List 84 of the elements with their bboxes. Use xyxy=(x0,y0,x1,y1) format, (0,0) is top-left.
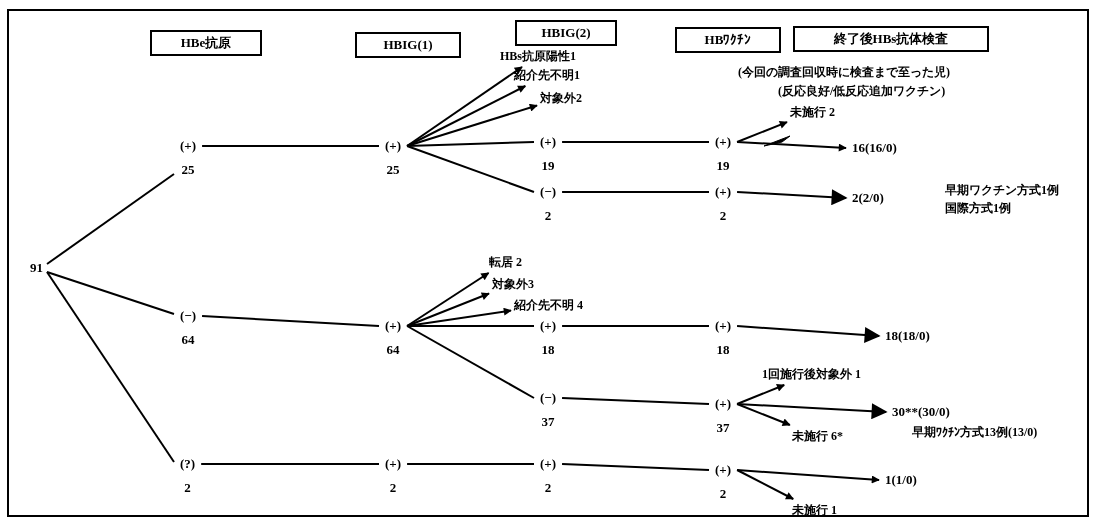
count-text: 2 xyxy=(544,480,552,496)
branch-note: HBs抗原陽性1 xyxy=(500,48,576,64)
result-sign: (+) xyxy=(385,138,402,154)
note-text: (反応良好/低反応追加ワクチン) xyxy=(778,83,946,99)
note-text: (今回の調査回収時に検査まで至った児) xyxy=(738,64,950,80)
arrow xyxy=(736,403,791,427)
arrow xyxy=(736,325,881,343)
result-sign: (+) xyxy=(180,138,197,154)
count-text: 18(18/0) xyxy=(885,328,930,344)
connector-line xyxy=(406,325,535,327)
connector-line xyxy=(406,145,535,193)
count-text: 2 xyxy=(719,486,727,502)
count-text: 18 xyxy=(541,342,555,358)
arrow xyxy=(406,272,490,327)
result-sign: (+) xyxy=(715,396,732,412)
branch-note: 転居 2 xyxy=(489,254,522,270)
arrow xyxy=(736,141,847,152)
connector-line xyxy=(201,145,380,147)
arrow xyxy=(736,121,788,143)
branch-note: 未施行 2 xyxy=(790,104,835,120)
branch-note: 紹介先不明 4 xyxy=(514,297,583,313)
count-text: 2 xyxy=(184,480,191,496)
count-text: 18 xyxy=(716,342,730,358)
connector-line xyxy=(406,325,535,399)
branch-note: 対象外3 xyxy=(492,276,534,292)
result-sign: (+) xyxy=(540,134,557,150)
column-header: HBIG(2) xyxy=(515,20,617,46)
connector-line xyxy=(561,191,710,193)
count-text: 1(1/0) xyxy=(885,472,917,488)
connector-line xyxy=(561,397,710,405)
column-header: HBIG(1) xyxy=(355,32,461,58)
count-text: 30**(30/0) xyxy=(892,404,950,420)
result-sign: (+) xyxy=(715,134,732,150)
connector-line xyxy=(46,271,175,463)
arrow xyxy=(406,66,523,147)
arrow xyxy=(736,189,848,206)
count-text: 37 xyxy=(541,414,555,430)
connector-line xyxy=(406,463,535,465)
result-sign: (+) xyxy=(385,456,402,472)
arrow xyxy=(406,103,538,147)
count-text: 2 xyxy=(389,480,397,496)
column-header: HBﾜｸﾁﾝ xyxy=(675,27,781,53)
count-text: 64 xyxy=(386,342,400,358)
connector-line xyxy=(46,173,175,265)
branch-note: 未施行 6* xyxy=(792,428,843,444)
arrow xyxy=(406,292,490,327)
result-sign: (+) xyxy=(715,318,732,334)
connector-line xyxy=(561,141,710,143)
note-text: 早期ワクチン方式1例 xyxy=(945,182,1059,198)
count-text: 2 xyxy=(719,208,727,224)
connector-line xyxy=(200,463,380,465)
result-sign: (+) xyxy=(540,456,557,472)
count-text: 37 xyxy=(716,420,730,436)
count-text: 25 xyxy=(181,162,195,178)
result-sign: (−) xyxy=(540,184,557,200)
branch-note: 1回施行後対象外 1 xyxy=(762,366,861,382)
result-sign: (+) xyxy=(540,318,557,334)
note-text: 早期ﾜｸﾁﾝ方式13例(13/0) xyxy=(912,424,1038,440)
arrow xyxy=(736,469,880,484)
arrow xyxy=(736,384,786,405)
count-text: 2(2/0) xyxy=(852,190,884,206)
result-sign: (−) xyxy=(180,308,197,324)
result-sign: (+) xyxy=(715,462,732,478)
result-sign: (+) xyxy=(715,184,732,200)
arrow xyxy=(736,469,795,500)
connector-line xyxy=(201,315,380,327)
arrow xyxy=(736,403,888,420)
connector-line xyxy=(561,325,710,327)
count-text: 19 xyxy=(541,158,555,174)
connector-line xyxy=(46,271,175,315)
column-header: HBe抗原 xyxy=(150,30,262,56)
result-sign: (−) xyxy=(540,390,557,406)
count-text: 91 xyxy=(30,260,43,276)
count-text: 2 xyxy=(544,208,552,224)
result-sign: (+) xyxy=(385,318,402,334)
count-text: 16(16/0) xyxy=(852,140,897,156)
count-text: 64 xyxy=(181,332,195,348)
column-header: 終了後HBs抗体検査 xyxy=(793,26,989,52)
count-text: 19 xyxy=(716,158,730,174)
connector-line xyxy=(561,463,710,471)
count-text: 25 xyxy=(386,162,400,178)
branch-note: 対象外2 xyxy=(540,90,582,106)
note-text: 国際方式1例 xyxy=(945,200,1011,216)
result-sign: (?) xyxy=(180,456,196,472)
